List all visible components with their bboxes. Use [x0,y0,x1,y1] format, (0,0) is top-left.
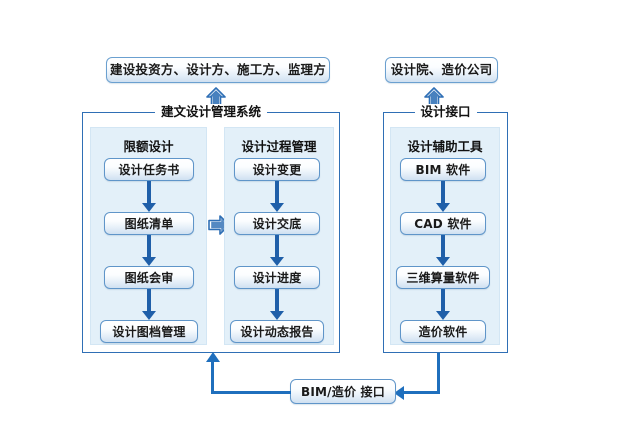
arrowhead-into-left-group [205,352,220,362]
step-drawing-review[interactable]: 图纸会审 [104,266,194,289]
step-cad-software[interactable]: CAD 软件 [400,212,486,235]
step-label: 图纸会审 [124,270,174,285]
step-drawing-archive-management[interactable]: 设计图档管理 [100,320,198,343]
arrow-down-tools-1 [436,181,450,212]
bim-cost-interface-box[interactable]: BIM/造价 接口 [290,379,396,404]
panel-process-management-title: 设计过程管理 [241,139,317,154]
step-design-change[interactable]: 设计变更 [234,158,320,181]
connector-right-to-interface [404,391,440,394]
group-left-title: 建文设计管理系统 [154,104,268,120]
connector-right-down [437,353,440,393]
step-label: 设计图档管理 [112,324,186,339]
arrow-down-process-3 [270,289,284,320]
step-design-progress[interactable]: 设计进度 [234,266,320,289]
group-right-title: 设计接口 [414,104,477,120]
actor-box-right[interactable]: 设计院、造价公司 [385,57,498,83]
actor-box-right-label: 设计院、造价公司 [390,61,493,77]
step-label: CAD 软件 [414,216,472,231]
arrow-down-tools-3 [436,289,450,320]
block-arrow-up-right [424,87,444,109]
arrow-down-process-1 [270,181,284,212]
connector-interface-to-left [211,391,291,394]
arrowhead-into-interface [394,385,404,400]
step-design-task-book[interactable]: 设计任务书 [104,158,194,181]
bim-cost-interface-label: BIM/造价 接口 [301,384,385,399]
step-label: 造价软件 [418,324,468,339]
arrow-down-quota-1 [142,181,156,212]
actor-box-left[interactable]: 建设投资方、设计方、施工方、监理方 [106,57,330,83]
step-label: 设计进度 [252,270,302,285]
step-label: 三维算量软件 [406,270,480,285]
actor-box-left-label: 建设投资方、设计方、施工方、监理方 [110,61,326,77]
panel-quota-design-title: 限额设计 [123,139,174,154]
arrow-down-tools-2 [436,235,450,266]
arrow-down-quota-3 [142,289,156,320]
step-design-disclosure[interactable]: 设计交底 [234,212,320,235]
panel-design-tools-title: 设计辅助工具 [407,139,483,154]
group-right: 设计接口 [383,104,508,353]
step-label: 设计交底 [252,216,302,231]
arrow-down-quota-2 [142,235,156,266]
connector-left-up [211,362,214,393]
step-label: 设计动态报告 [240,324,314,339]
step-label: 图纸清单 [124,216,174,231]
group-left: 建文设计管理系统 [82,104,340,353]
step-label: 设计任务书 [118,162,180,177]
step-label: BIM 软件 [415,162,471,177]
step-3d-quantity-software[interactable]: 三维算量软件 [396,266,490,289]
step-design-status-report[interactable]: 设计动态报告 [230,320,324,343]
arrow-down-process-2 [270,235,284,266]
step-cost-software[interactable]: 造价软件 [400,320,486,343]
step-bim-software[interactable]: BIM 软件 [400,158,486,181]
step-drawing-list[interactable]: 图纸清单 [104,212,194,235]
step-label: 设计变更 [252,162,302,177]
